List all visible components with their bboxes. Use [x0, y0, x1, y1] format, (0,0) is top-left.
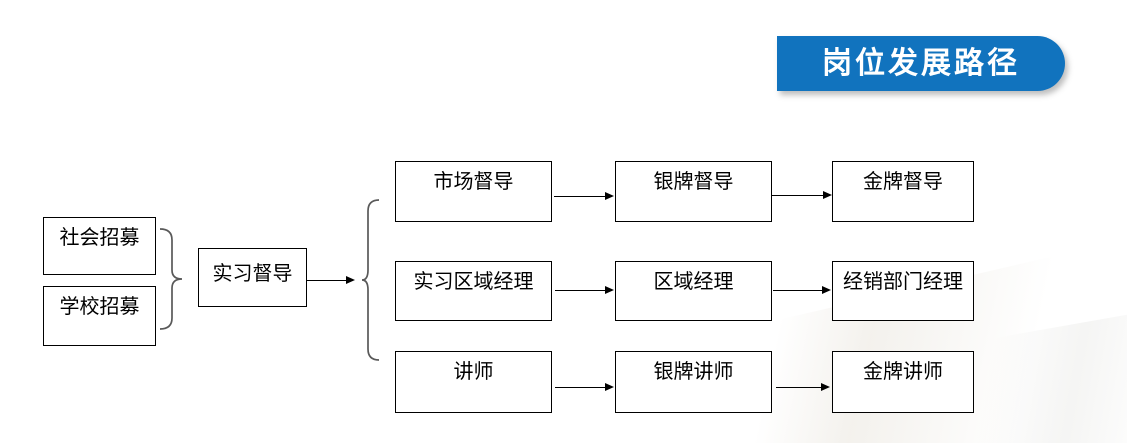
box-distribution-dept-manager: 经销部门经理 [832, 261, 974, 321]
box-social-recruitment: 社会招募 [43, 217, 156, 275]
arrow-track2-stage2 [773, 285, 831, 294]
box-silver-lecturer: 银牌讲师 [615, 351, 772, 413]
merge-brace-icon [159, 228, 183, 330]
split-brace-icon [361, 199, 380, 361]
page-title: 岗位发展路径 [822, 45, 1020, 81]
box-intern-supervisor: 实习督导 [198, 248, 307, 307]
arrow-track2-stage1 [555, 285, 614, 294]
arrow-track1-stage2 [772, 190, 832, 199]
box-gold-lecturer: 金牌讲师 [832, 351, 974, 413]
arrow-track1-stage1 [554, 191, 614, 200]
arrow-track3-stage2 [776, 382, 830, 391]
arrow-entry-to-tracks [307, 275, 355, 284]
box-market-supervisor: 市场督导 [395, 161, 552, 222]
arrow-track3-stage1 [555, 382, 614, 391]
box-lecturer: 讲师 [395, 351, 552, 413]
title-banner: 岗位发展路径 [777, 36, 1065, 91]
box-gold-supervisor: 金牌督导 [832, 161, 974, 222]
box-regional-manager: 区域经理 [615, 261, 772, 321]
box-school-recruitment: 学校招募 [43, 286, 156, 346]
box-intern-regional-manager: 实习区域经理 [395, 261, 552, 321]
box-silver-supervisor: 银牌督导 [615, 161, 772, 222]
